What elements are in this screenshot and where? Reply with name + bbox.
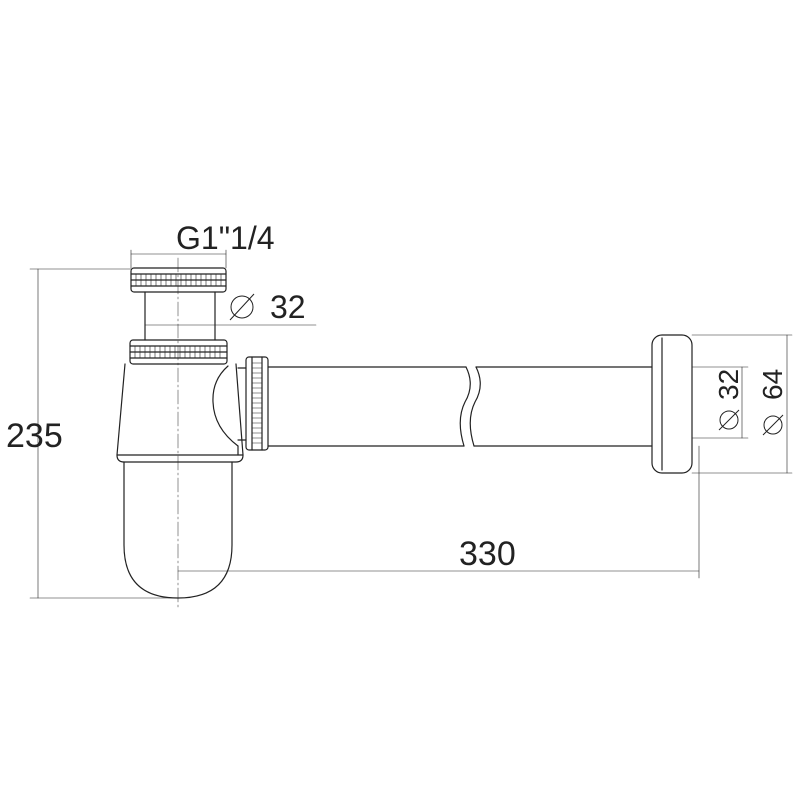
trap-body (116, 363, 244, 463)
top-thread-nut (130, 267, 227, 293)
body-ring-nut (129, 339, 228, 365)
dim-thread-lines (130, 249, 227, 269)
height-label: 235 (6, 417, 63, 455)
dim-height-lines (29, 268, 179, 599)
inlet-tube (144, 291, 216, 341)
thread-size-label: G1"1/4 (176, 220, 275, 256)
outlet-flange-diameter-label: 64 (757, 369, 788, 400)
dim-length-lines (177, 445, 700, 579)
length-label: 330 (459, 535, 516, 573)
diameter-icon (762, 414, 784, 436)
diameter-icon (229, 293, 255, 321)
outlet-coupling-nut (237, 356, 269, 451)
dim-outlet-lines (691, 334, 793, 474)
outlet-inner-diameter-label: 32 (713, 369, 744, 400)
outlet-pipe (267, 366, 653, 447)
inlet-diameter-label: 32 (270, 289, 306, 325)
wall-flange (651, 334, 693, 474)
diameter-icon (718, 409, 740, 431)
